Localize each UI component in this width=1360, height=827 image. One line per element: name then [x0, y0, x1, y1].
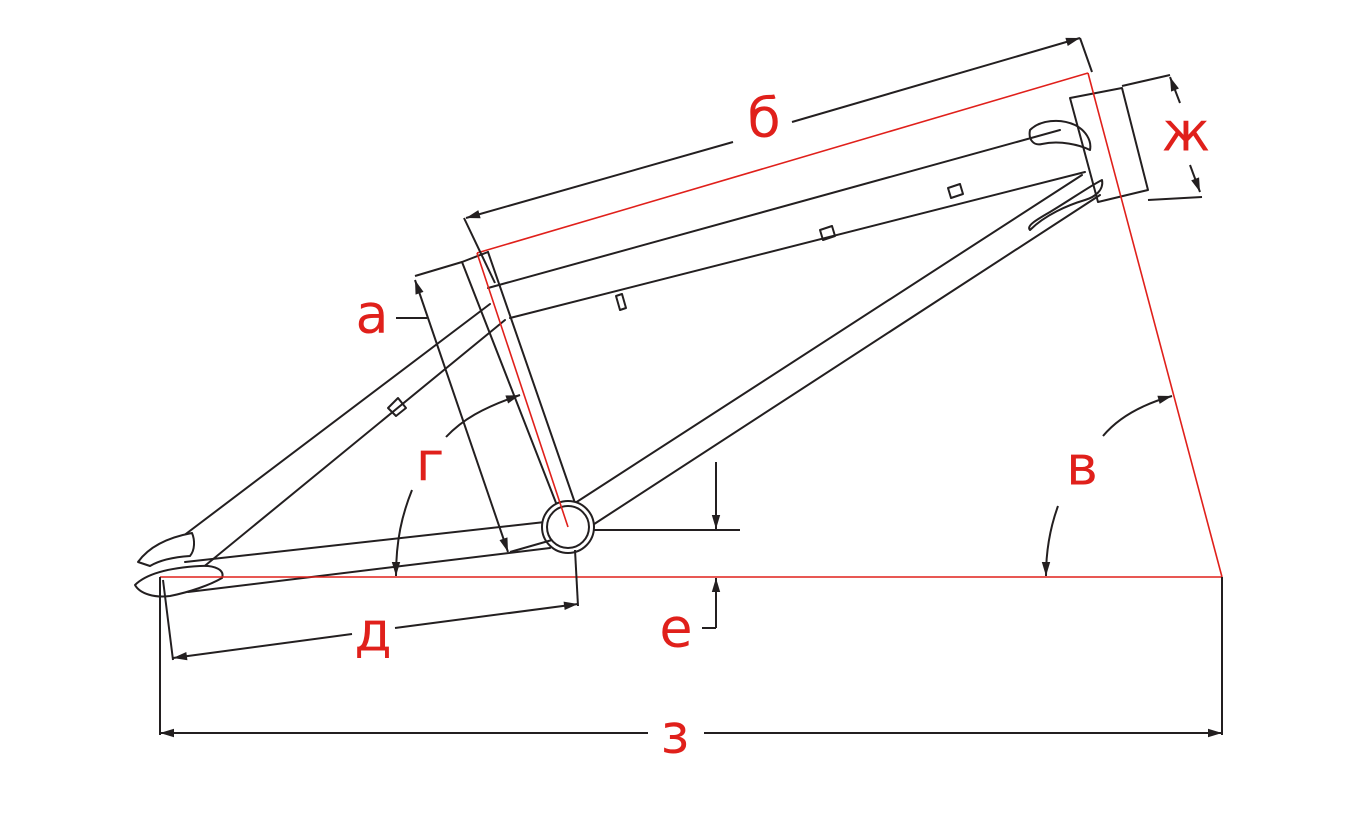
label-z: з — [661, 703, 690, 766]
bottom-bracket-inner — [546, 505, 590, 549]
dimensions — [159, 37, 1223, 738]
seat-tube-top — [461, 251, 489, 263]
label-d: д — [354, 601, 391, 664]
head-tube-angle-line — [1087, 72, 1223, 578]
label-e: е — [659, 597, 692, 660]
dim-zh-head-tube-length — [1121, 74, 1203, 201]
label-a: а — [355, 283, 388, 346]
top-tube — [487, 129, 1086, 319]
top-tube-centerline — [476, 72, 1089, 254]
rear-dropout-upper — [137, 532, 196, 567]
head-gusset-lower — [1028, 179, 1104, 231]
dimension-labels: а б в г д е ж з — [354, 87, 1210, 766]
cable-tab-top-3 — [947, 183, 964, 199]
cable-tab-top-2 — [819, 225, 836, 241]
label-b: б — [747, 87, 780, 150]
dim-b-top-tube-length — [463, 37, 1093, 284]
dim-g-seat-tube-angle — [391, 394, 521, 577]
label-g: г — [416, 431, 444, 494]
label-v: в — [1066, 435, 1098, 498]
down-tube — [571, 174, 1101, 531]
reference-lines — [160, 72, 1223, 578]
seat-tube-centerline — [476, 252, 569, 528]
dim-a-seat-tube-length — [396, 261, 553, 553]
dim-z-wheelbase — [159, 577, 1223, 738]
cable-tab-top-1 — [615, 293, 627, 311]
chain-stay — [184, 521, 551, 593]
head-gusset-upper — [1028, 119, 1092, 151]
dim-d-chain-stay-length — [162, 549, 579, 661]
label-zh: ж — [1162, 101, 1211, 164]
head-tube — [1069, 87, 1149, 203]
cable-tab-seat-stay — [387, 397, 407, 417]
bike-frame — [134, 87, 1149, 598]
dim-e-bb-drop — [594, 462, 740, 629]
rear-dropout-lower — [134, 564, 224, 598]
seat-stay — [157, 303, 506, 579]
dim-v-head-tube-angle — [1041, 395, 1173, 577]
